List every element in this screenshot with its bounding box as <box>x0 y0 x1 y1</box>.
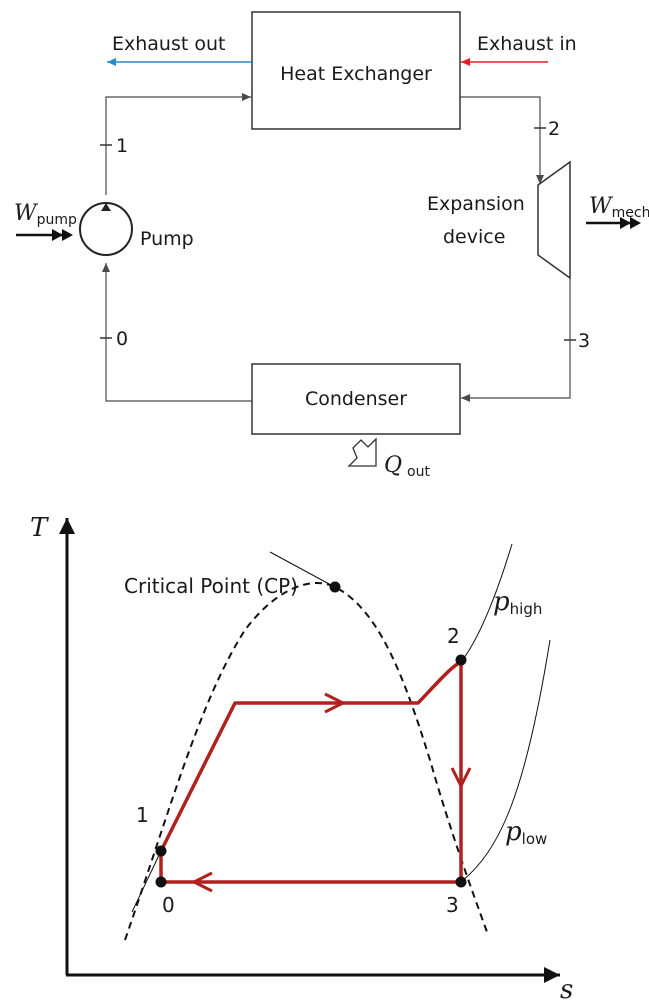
point-2-marker <box>455 654 467 666</box>
expansion-label-line1: Expansion <box>427 193 525 215</box>
p-high-isobar <box>131 543 513 913</box>
cycle-schematic: Heat Exchanger Exhaust out Exhaust in 1 … <box>14 11 649 480</box>
state-3-label: 3 <box>578 330 590 352</box>
point-1-label: 1 <box>136 803 149 827</box>
q-out-arrow-icon <box>347 437 377 467</box>
cycle-arrow-down <box>450 767 472 790</box>
p-high-label: phigh <box>493 587 542 618</box>
cycle-heating-path <box>159 660 462 852</box>
s-axis-label: s <box>560 975 573 1001</box>
pipe-3 <box>461 278 571 402</box>
saturation-dome <box>124 582 488 941</box>
point-1-marker <box>155 845 167 857</box>
point-3-label: 3 <box>446 893 459 917</box>
p-low-label: plow <box>505 817 547 848</box>
point-0-marker <box>155 876 167 888</box>
critical-point-leader <box>269 551 332 586</box>
expansion-device-icon <box>537 160 571 280</box>
pump-label: Pump <box>140 228 194 250</box>
cycle-path <box>159 660 463 884</box>
heat-exchanger-box <box>251 11 461 130</box>
point-3-marker <box>455 876 467 888</box>
ts-diagram: T s Critical Point (CP) phigh plow <box>30 513 573 1001</box>
cycle-arrow-right <box>324 692 347 714</box>
critical-point-marker <box>329 581 341 593</box>
point-0-label: 0 <box>162 893 175 917</box>
p-low-isobar <box>460 639 551 883</box>
state-2-label: 2 <box>548 118 560 140</box>
point-2-label: 2 <box>447 624 460 648</box>
state-0-label: 0 <box>116 328 128 350</box>
exhaust-in-label: Exhaust in <box>477 33 577 55</box>
cycle-arrow-left <box>190 871 213 893</box>
t-axis-label: T <box>30 513 49 543</box>
pipe-1 <box>105 93 251 195</box>
pipe-2 <box>460 96 544 184</box>
condenser-box <box>251 363 461 435</box>
pipe-0 <box>102 263 252 402</box>
state-1-label: 1 <box>116 135 128 157</box>
exhaust-out-label: Exhaust out <box>112 33 225 55</box>
condenser-label: Condenser <box>305 388 407 410</box>
expansion-label-line2: device <box>443 226 505 248</box>
heat-exchanger-label: Heat Exchanger <box>280 63 432 85</box>
critical-point-label: Critical Point (CP) <box>124 574 298 598</box>
w-pump-label: Wpump <box>14 201 77 228</box>
w-mech-label: Wmech <box>589 194 649 221</box>
